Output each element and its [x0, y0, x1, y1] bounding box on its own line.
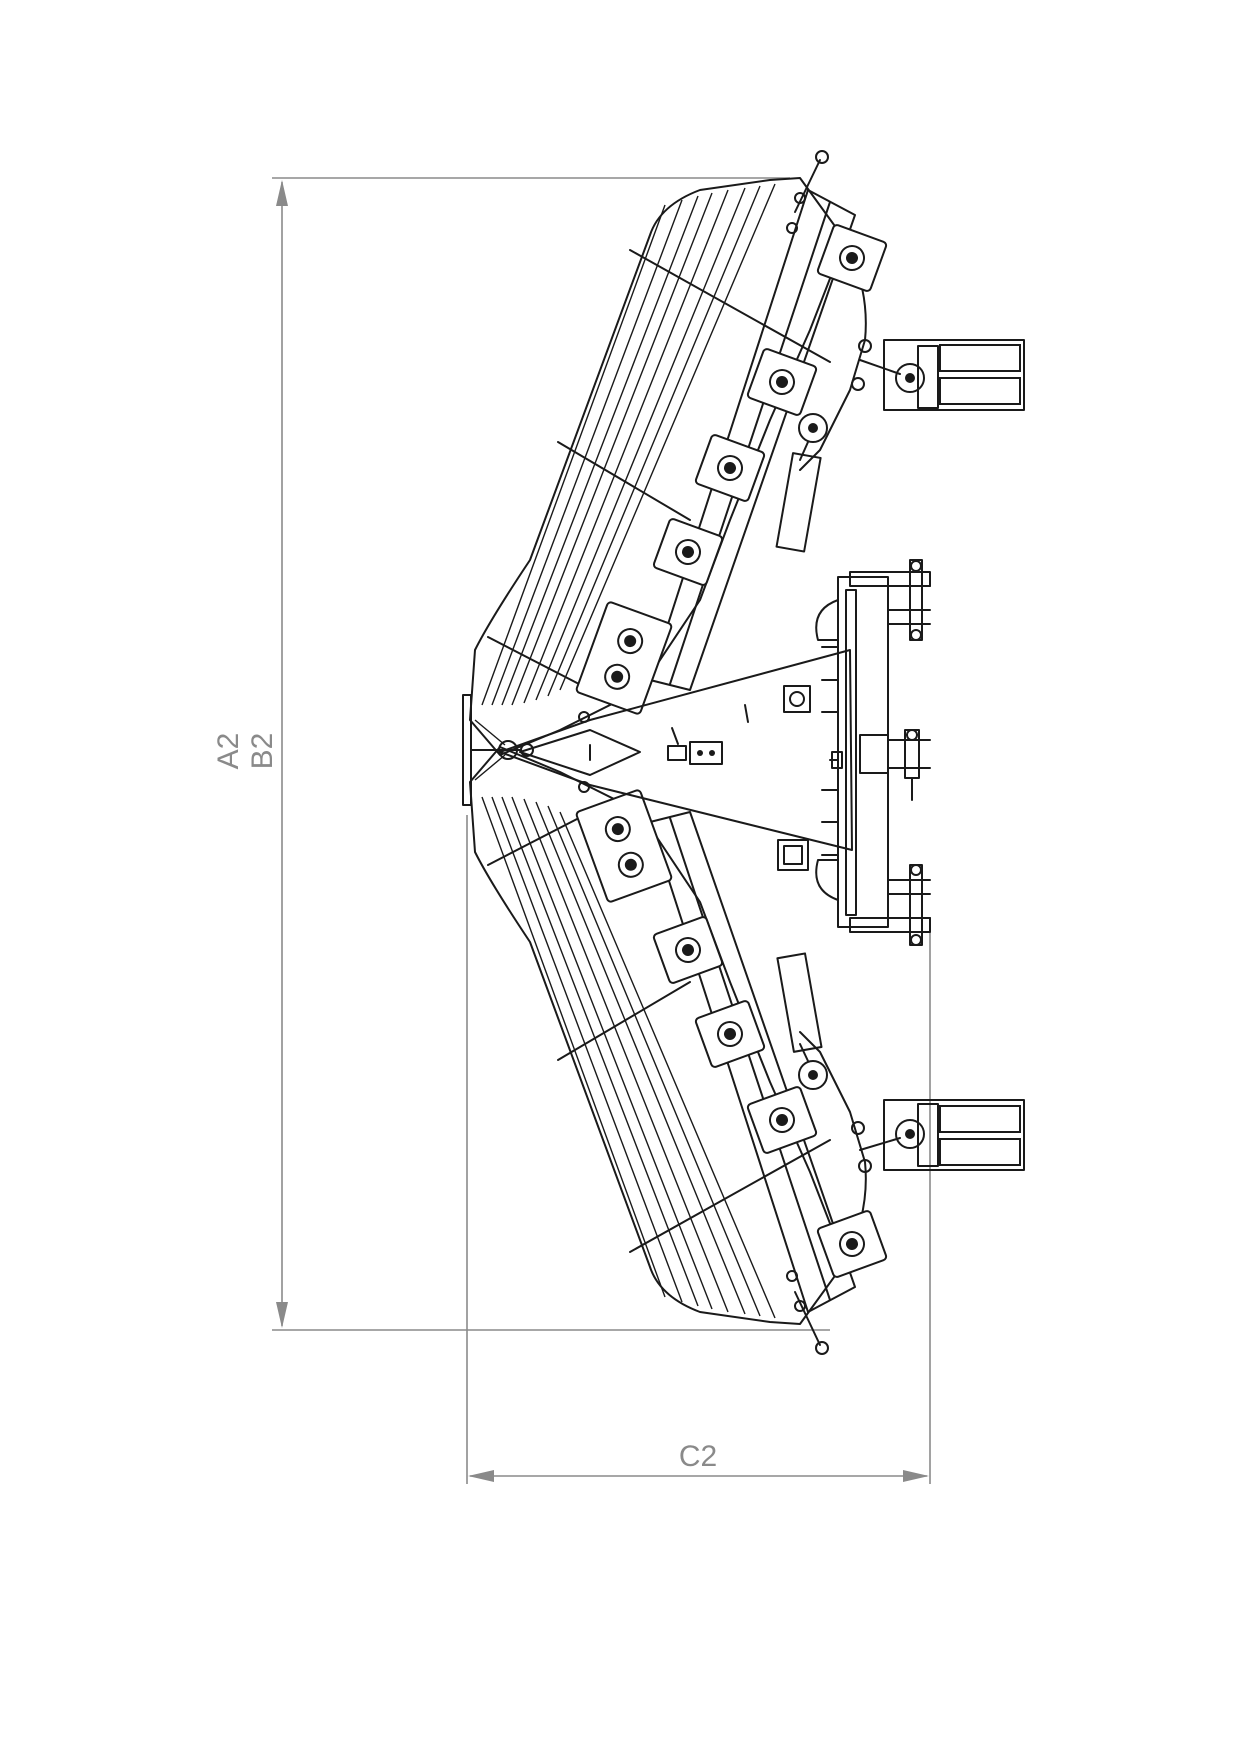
lower-gearboxes	[575, 789, 888, 1278]
arrow-left-icon	[468, 1470, 494, 1482]
top-link-bracket	[849, 559, 931, 641]
dimension-label-a2: A2	[212, 733, 245, 770]
upper-hydraulic-cylinder	[775, 413, 828, 553]
arrow-up-icon	[276, 180, 288, 206]
rear-linkage-bar	[815, 576, 889, 928]
lower-wing-deck	[469, 746, 867, 1325]
control-box	[689, 741, 723, 765]
lower-wheel-assembly	[851, 1099, 1025, 1173]
dimension-a2-b2: A2 B2	[212, 177, 830, 1331]
dimension-label-b2: B2	[246, 733, 279, 770]
dimension-label-c2: C2	[679, 1440, 717, 1473]
upper-gearboxes	[575, 224, 888, 715]
bottom-link-bracket	[849, 864, 931, 946]
upper-skid	[786, 150, 829, 234]
middle-link-bracket	[859, 729, 931, 801]
arrow-right-icon	[903, 1470, 929, 1482]
central-frame	[499, 649, 853, 871]
upper-wing-deck	[469, 177, 867, 756]
dimension-c2: C2	[466, 815, 931, 1484]
lower-skid	[786, 1270, 829, 1355]
upper-wheel-assembly	[851, 339, 1025, 411]
front-hitch	[462, 694, 534, 806]
arrow-down-icon	[276, 1302, 288, 1328]
lower-hydraulic-cylinder	[776, 952, 828, 1090]
